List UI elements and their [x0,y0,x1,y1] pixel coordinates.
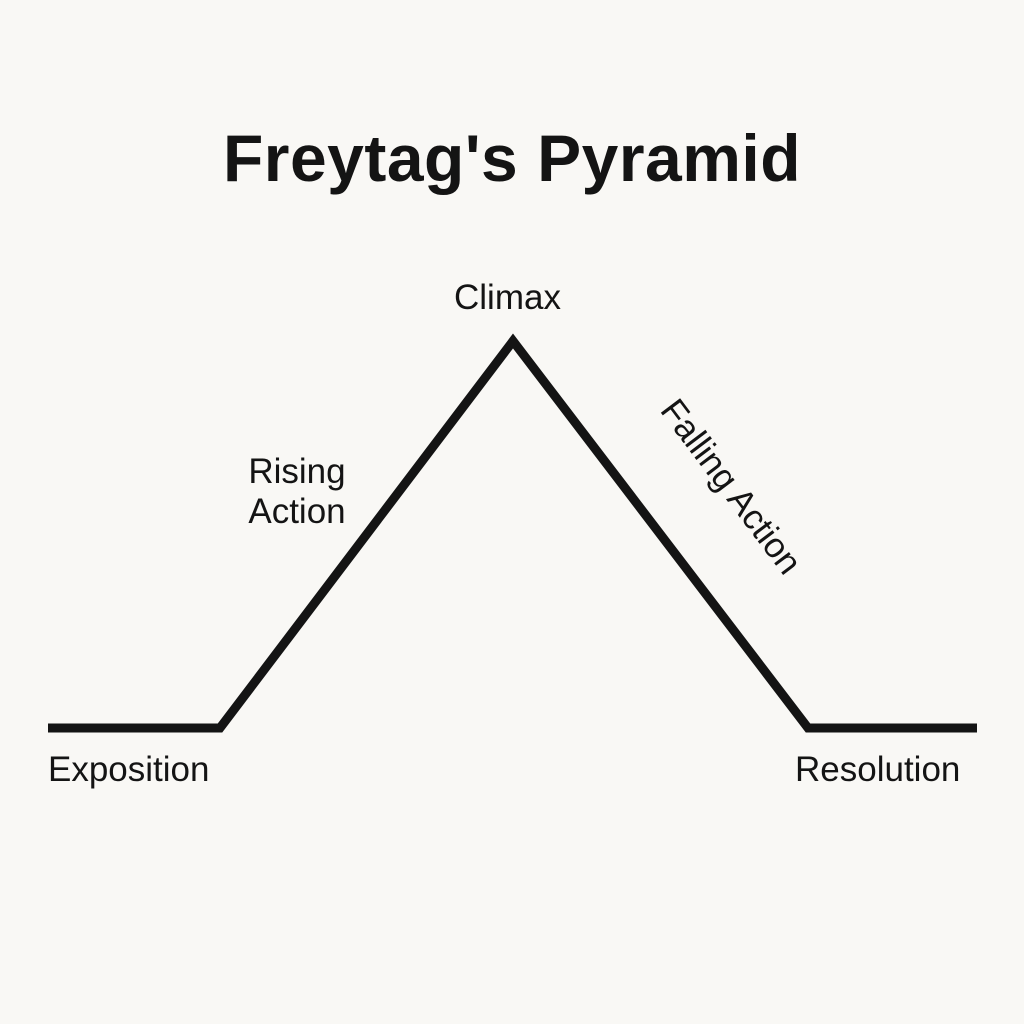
diagram-title: Freytag's Pyramid [222,121,802,195]
rising-action-line2: Action [248,492,346,531]
rising-action-label: Rising Action [236,452,358,532]
resolution-label: Resolution [795,750,961,789]
exposition-label: Exposition [48,750,210,789]
rising-action-line1: Rising [248,452,346,491]
climax-label: Climax [454,278,561,317]
